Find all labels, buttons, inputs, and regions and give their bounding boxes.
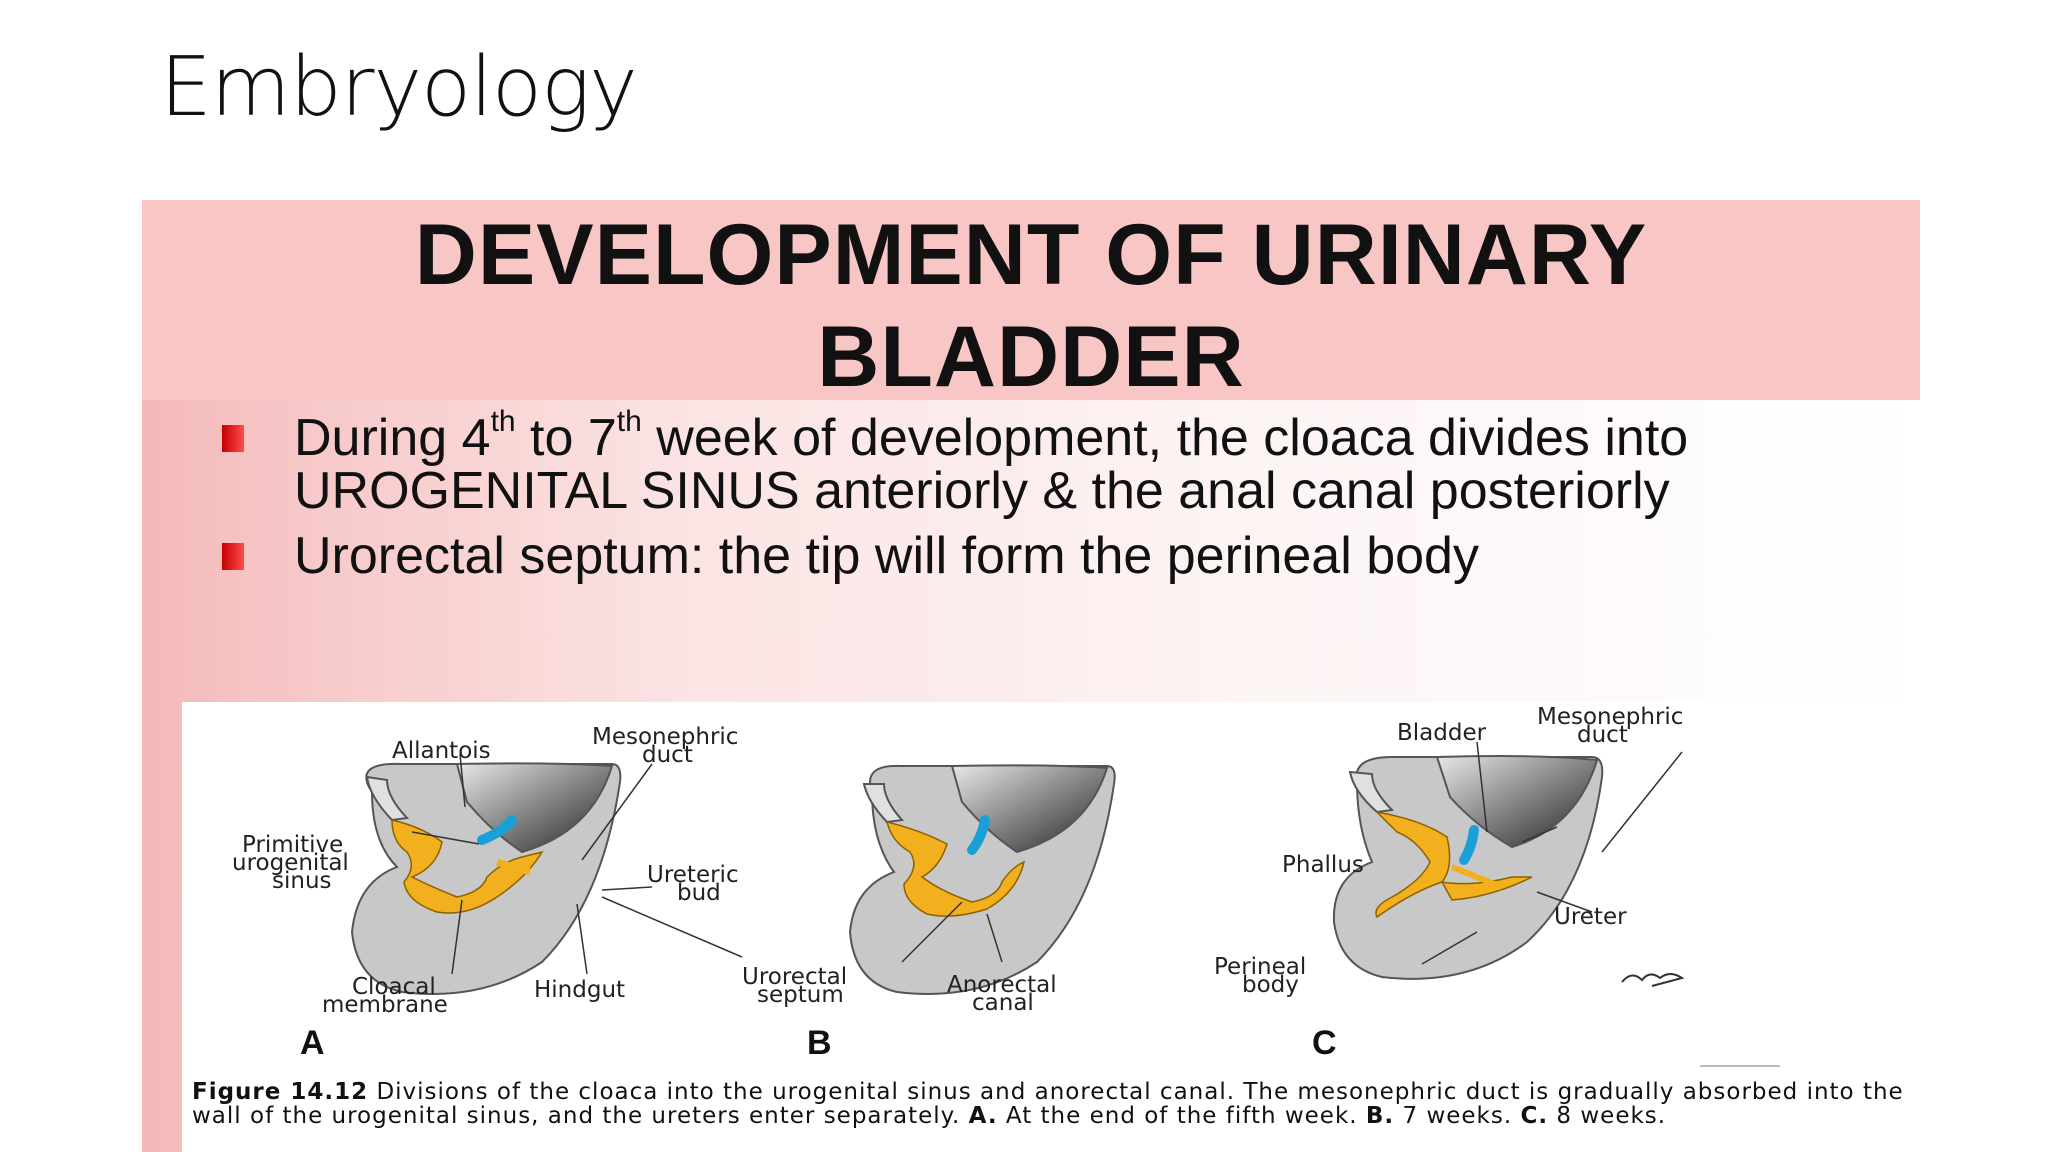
figure-diagram: Allantois Mesonephric duct Primitive uro… (232, 704, 1685, 1062)
embedded-slide-image: DEVELOPMENT OF URINARY BLADDER During 4t… (142, 200, 1920, 1152)
leader-lines (411, 741, 1683, 975)
label-allantois: Allantois (392, 738, 491, 764)
bullet-text-part: During 4 (294, 409, 491, 467)
bullet-text: Urorectal septum: the tip will form the … (294, 527, 1479, 585)
label-hindgut: Hindgut (534, 977, 625, 1003)
ordinal-superscript: th (616, 404, 642, 438)
caption-panel-c-text: 8 weeks. (1548, 1103, 1667, 1129)
banner-title-line-2: BLADDER (817, 309, 1245, 405)
label-ureter: Ureter (1554, 904, 1627, 930)
label-primitive-urogenital-sinus: Primitive (242, 832, 343, 858)
panel-label-c: C (1312, 1024, 1337, 1062)
slide-title: Embryology (160, 40, 638, 135)
caption-figure-label: Figure 14.12 (192, 1079, 369, 1105)
panel-b-drawing (848, 764, 1116, 995)
caption-panel-a-text: At the end of the fifth week. (997, 1103, 1366, 1129)
caption-text: Divisions of the cloaca into the urogeni… (192, 1079, 1904, 1129)
label-mesonephric-duct-a: duct (642, 742, 693, 768)
bullet-marker-icon (222, 425, 244, 452)
panel-label-b: B (807, 1024, 832, 1062)
label-ureteric-bud: bud (677, 880, 721, 906)
ordinal-superscript: th (490, 404, 516, 438)
bullet-marker-icon (222, 543, 244, 570)
caption-panel-b-text: 7 weeks. (1394, 1103, 1521, 1129)
label-urorectal-septum: septum (757, 982, 844, 1008)
label-anorectal-canal: canal (972, 990, 1034, 1016)
caption-panel-b-label: B. (1365, 1103, 1395, 1129)
bullet-item: Urorectal septum: the tip will form the … (222, 530, 1882, 583)
label-urorectal-septum: Urorectal (742, 964, 847, 990)
caption-panel-c-label: C. (1520, 1103, 1549, 1129)
label-cloacal-membrane: Cloacal (352, 974, 436, 1000)
topic-banner: DEVELOPMENT OF URINARY BLADDER (142, 200, 1920, 405)
panel-a-drawing (350, 762, 622, 995)
bullet-list: During 4th to 7th week of development, t… (222, 406, 1882, 595)
divider-line (1700, 1065, 1780, 1067)
label-primitive-urogenital-sinus: urogenital (232, 850, 349, 876)
figure-caption: Figure 14.12 Divisions of the cloaca int… (192, 1080, 1912, 1128)
label-anorectal-canal: Anorectal (947, 972, 1057, 998)
panel-c-drawing (1332, 755, 1604, 980)
label-bladder: Bladder (1397, 720, 1487, 746)
label-cloacal-membrane: membrane (322, 992, 448, 1018)
banner-title-line-1: DEVELOPMENT OF URINARY (414, 207, 1648, 303)
label-mesonephric-duct-c: duct (1577, 722, 1628, 748)
caption-panel-a-label: A. (968, 1103, 998, 1129)
label-perineal-body: Perineal (1214, 954, 1306, 980)
label-perineal-body: body (1242, 972, 1299, 998)
bullet-text-part: week of development, the cloaca divides … (294, 409, 1689, 520)
label-phallus: Phallus (1282, 852, 1364, 878)
bullet-text-part: to 7 (515, 409, 617, 467)
label-ureteric-bud: Ureteric (647, 862, 739, 888)
label-mesonephric-duct-a: Mesonephric (592, 724, 738, 750)
embryology-figure: Allantois Mesonephric duct Primitive uro… (182, 702, 1920, 1152)
label-primitive-urogenital-sinus: sinus (272, 868, 332, 894)
label-mesonephric-duct-c: Mesonephric (1537, 704, 1683, 730)
bullet-item: During 4th to 7th week of development, t… (222, 406, 1882, 520)
artist-signature-icon (1621, 973, 1685, 987)
panel-label-a: A (300, 1024, 325, 1062)
